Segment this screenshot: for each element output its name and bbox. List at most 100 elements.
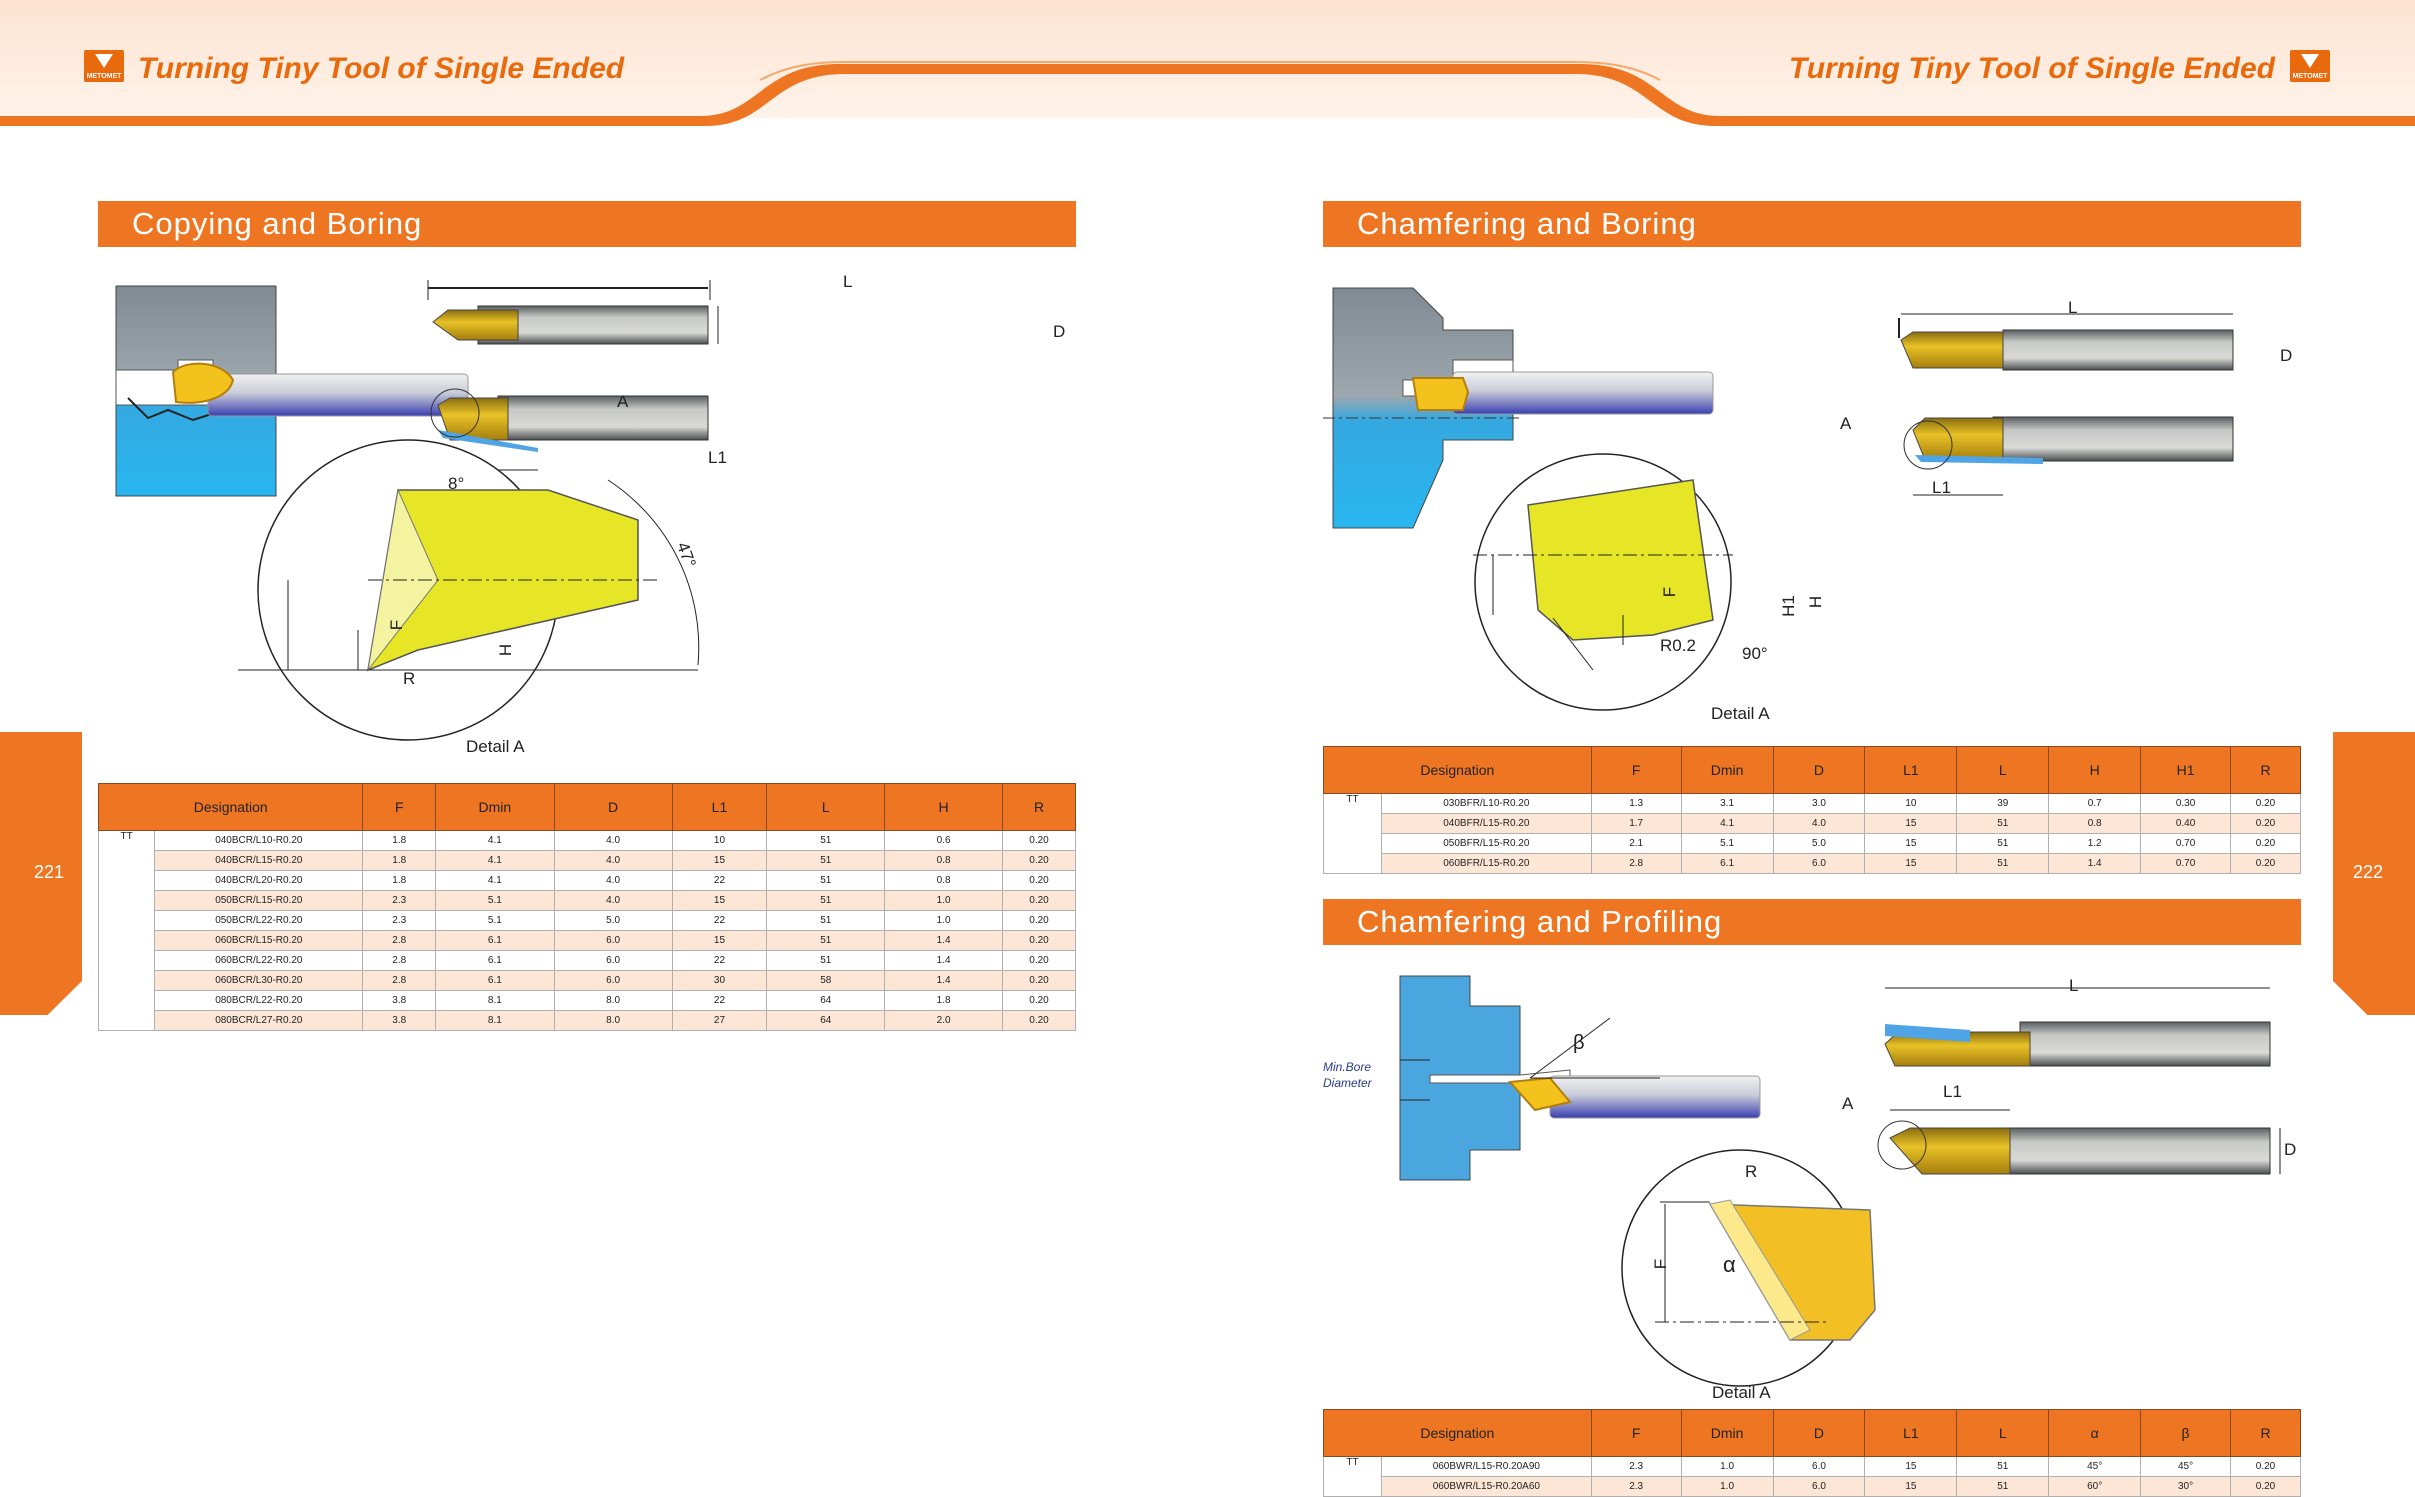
value-cell: 4.0 bbox=[553, 890, 673, 911]
header-band bbox=[0, 0, 2415, 126]
brand-logo-right: METOMET bbox=[2290, 50, 2330, 82]
dim-label-F-cp: F bbox=[1651, 1258, 1671, 1270]
brand-logo-left: METOMET bbox=[84, 50, 124, 82]
column-header: H1 bbox=[2140, 746, 2232, 794]
value-cell: 0.20 bbox=[1002, 870, 1076, 891]
value-cell: 4.1 bbox=[435, 870, 555, 891]
value-cell: 2.8 bbox=[362, 930, 437, 951]
value-cell: 0.8 bbox=[2048, 813, 2142, 834]
dim-label-L1-cb: L1 bbox=[1932, 478, 1951, 497]
value-cell: 0.20 bbox=[2230, 833, 2301, 854]
series-group-cell: TT bbox=[1323, 1456, 1382, 1497]
value-cell: 8.0 bbox=[553, 990, 673, 1011]
designation-cell: 060BCR/L15-R0.20 bbox=[154, 930, 364, 951]
value-cell: 0.20 bbox=[1002, 970, 1076, 991]
value-cell: 51 bbox=[766, 890, 886, 911]
value-cell: 58 bbox=[766, 970, 886, 991]
column-header: Dmin bbox=[435, 783, 555, 831]
series-group-cell: TT bbox=[97, 830, 156, 1031]
value-cell: 6.0 bbox=[553, 950, 673, 971]
value-cell: 0.20 bbox=[2230, 813, 2301, 834]
value-cell: 1.4 bbox=[2048, 853, 2142, 874]
value-cell: 15 bbox=[1864, 1476, 1958, 1497]
tool-side-bottom bbox=[1989, 1127, 2271, 1175]
angle-label-90: 90° bbox=[1742, 644, 1768, 663]
value-cell: 5.0 bbox=[1772, 833, 1866, 854]
value-cell: 2.3 bbox=[1590, 1456, 1682, 1477]
value-cell: 15 bbox=[1864, 1456, 1958, 1477]
logo-mark-icon bbox=[2301, 54, 2319, 68]
designation-cell: 050BCR/L15-R0.20 bbox=[154, 890, 364, 911]
page-tab-left: 221 bbox=[0, 732, 82, 1015]
value-cell: 45° bbox=[2140, 1456, 2231, 1477]
designation-cell: 060BCR/L30-R0.20 bbox=[154, 970, 364, 991]
column-header: α bbox=[2048, 1409, 2142, 1457]
boring-bar bbox=[1549, 1075, 1761, 1119]
column-header: H bbox=[884, 783, 1004, 831]
designation-cell: 040BCR/L10-R0.20 bbox=[154, 830, 364, 851]
section-title-chamfering-boring: Chamfering and Boring bbox=[1323, 201, 2301, 247]
value-cell: 1.0 bbox=[884, 890, 1004, 911]
dim-label-L-cb: L bbox=[2068, 298, 2078, 317]
column-header: L bbox=[766, 783, 886, 831]
min-bore-label-1: Min.Bore bbox=[1323, 1060, 1372, 1074]
value-cell: 1.8 bbox=[362, 850, 437, 871]
dim-label-H-cb: H bbox=[1806, 595, 1826, 609]
value-cell: 1.4 bbox=[884, 930, 1004, 951]
column-header: L bbox=[1956, 746, 2050, 794]
value-cell: 6.0 bbox=[1772, 1476, 1866, 1497]
column-header: Dmin bbox=[1680, 746, 1774, 794]
designation-cell: 080BCR/L22-R0.20 bbox=[154, 990, 364, 1011]
value-cell: 2.1 bbox=[1590, 833, 1682, 854]
value-cell: 51 bbox=[766, 950, 886, 971]
column-header: L1 bbox=[1864, 1409, 1958, 1457]
value-cell: 0.6 bbox=[884, 830, 1004, 851]
value-cell: 2.3 bbox=[362, 910, 437, 931]
value-cell: 6.0 bbox=[1772, 1456, 1866, 1477]
tool-side-bottom bbox=[1992, 416, 2234, 462]
value-cell: 22 bbox=[671, 950, 768, 971]
value-cell: 2.8 bbox=[362, 950, 437, 971]
column-header: L1 bbox=[671, 783, 768, 831]
value-cell: 1.0 bbox=[1680, 1456, 1774, 1477]
chamfering-boring-drawing bbox=[1323, 287, 2234, 711]
value-cell: 1.8 bbox=[884, 990, 1004, 1011]
dim-label-F-cb: F bbox=[1660, 586, 1680, 598]
value-cell: 0.8 bbox=[884, 870, 1004, 891]
value-cell: 51 bbox=[1956, 1476, 2050, 1497]
series-group-cell: TT bbox=[1323, 793, 1382, 874]
column-header: D bbox=[1772, 746, 1866, 794]
column-header: L1 bbox=[1864, 746, 1958, 794]
value-cell: 0.20 bbox=[1002, 950, 1076, 971]
value-cell: 2.3 bbox=[362, 890, 437, 911]
designation-cell: 050BFR/L15-R0.20 bbox=[1380, 833, 1592, 854]
value-cell: 15 bbox=[671, 890, 768, 911]
value-cell: 27 bbox=[671, 1010, 768, 1031]
tool-side-top bbox=[2002, 329, 2234, 371]
value-cell: 45° bbox=[2048, 1456, 2142, 1477]
value-cell: 3.1 bbox=[1680, 793, 1774, 814]
dim-label-L: L bbox=[843, 272, 853, 291]
value-cell: 1.8 bbox=[362, 830, 437, 851]
value-cell: 4.0 bbox=[553, 870, 673, 891]
value-cell: 3.8 bbox=[362, 990, 437, 1011]
dim-label-L1: L1 bbox=[708, 448, 727, 467]
column-header: R bbox=[2230, 1409, 2301, 1457]
dim-label-A-cb: A bbox=[1840, 414, 1852, 433]
column-header: D bbox=[1772, 1409, 1866, 1457]
dim-label-R-cp: R bbox=[1745, 1162, 1758, 1181]
value-cell: 1.2 bbox=[2048, 833, 2142, 854]
dim-label-L-cp: L bbox=[2069, 976, 2079, 995]
dim-label-D-cb: D bbox=[2280, 346, 2293, 365]
designation-cell: 080BCR/L27-R0.20 bbox=[154, 1010, 364, 1031]
